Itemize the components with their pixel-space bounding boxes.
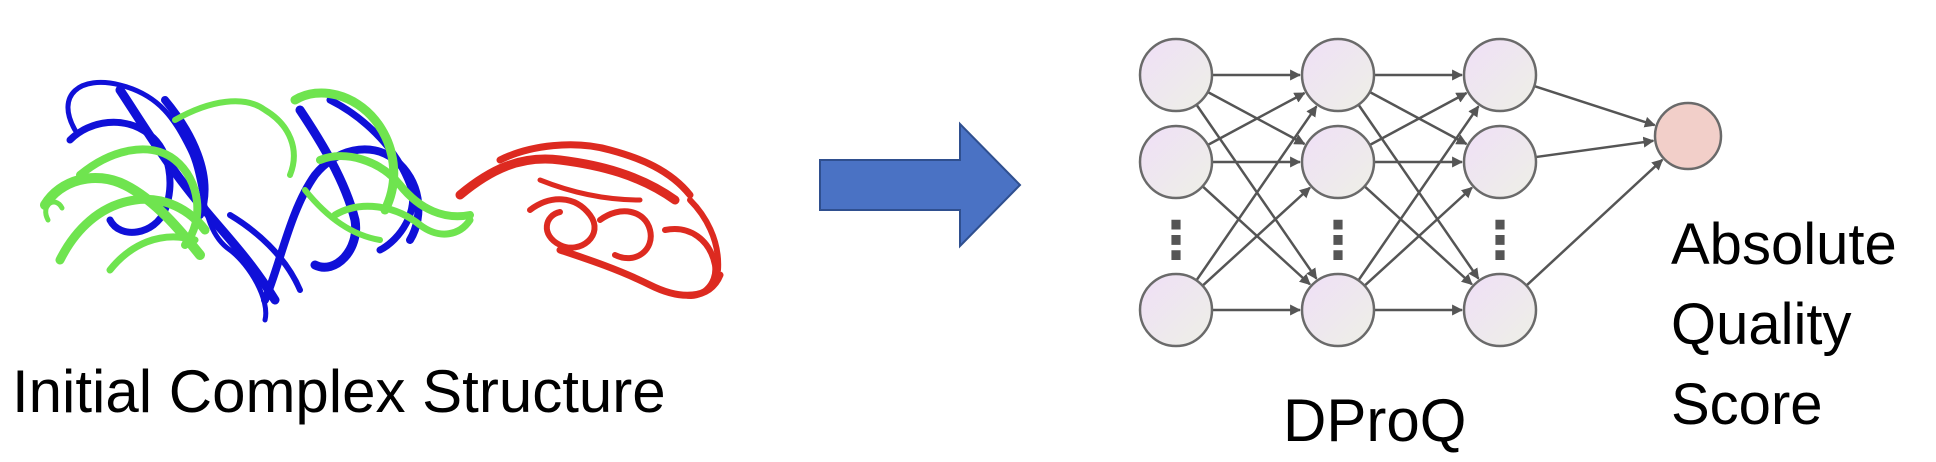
layer-ellipsis: ⋮ — [1312, 211, 1364, 271]
network-edges — [1195, 69, 1664, 316]
network-node — [1138, 37, 1214, 113]
layer-ellipsis: ⋮ — [1474, 211, 1526, 271]
layer-ellipsis: ⋮ — [1150, 211, 1202, 271]
network-edge — [1357, 105, 1480, 282]
network-edge — [1195, 105, 1318, 282]
input-structure-label: Initial Complex Structure — [12, 358, 666, 425]
network-node — [1300, 124, 1376, 200]
model-name-label: DProQ — [1283, 387, 1467, 454]
output-node — [1653, 101, 1723, 171]
network-node — [1462, 37, 1538, 113]
network-edge — [1207, 91, 1306, 147]
right-arrow-icon — [819, 121, 1022, 249]
network-node — [1462, 272, 1538, 348]
network-node — [1300, 272, 1376, 348]
neural-network: ⋮ ⋮ ⋮ — [1138, 37, 1723, 348]
network-node — [1300, 37, 1376, 113]
network-edge — [1363, 186, 1473, 287]
protein-complex-image — [40, 79, 724, 323]
network-nodes — [1138, 37, 1723, 348]
network-edge — [1201, 186, 1311, 287]
network-edge — [1525, 158, 1664, 287]
network-node — [1138, 272, 1214, 348]
output-label-line: Quality — [1671, 292, 1852, 357]
output-label-line: Absolute — [1671, 212, 1897, 277]
network-node — [1462, 124, 1538, 200]
output-label-line: Score — [1671, 372, 1823, 437]
protein-chain-green — [40, 88, 474, 274]
network-ellipses: ⋮ ⋮ ⋮ — [1150, 211, 1526, 271]
network-edge — [1535, 136, 1655, 159]
network-edge — [1369, 91, 1468, 147]
output-score-label: Absolute Quality Score — [1671, 205, 1897, 445]
protein-chain-red — [455, 141, 724, 299]
network-node — [1138, 124, 1214, 200]
network-edge — [1533, 84, 1656, 128]
